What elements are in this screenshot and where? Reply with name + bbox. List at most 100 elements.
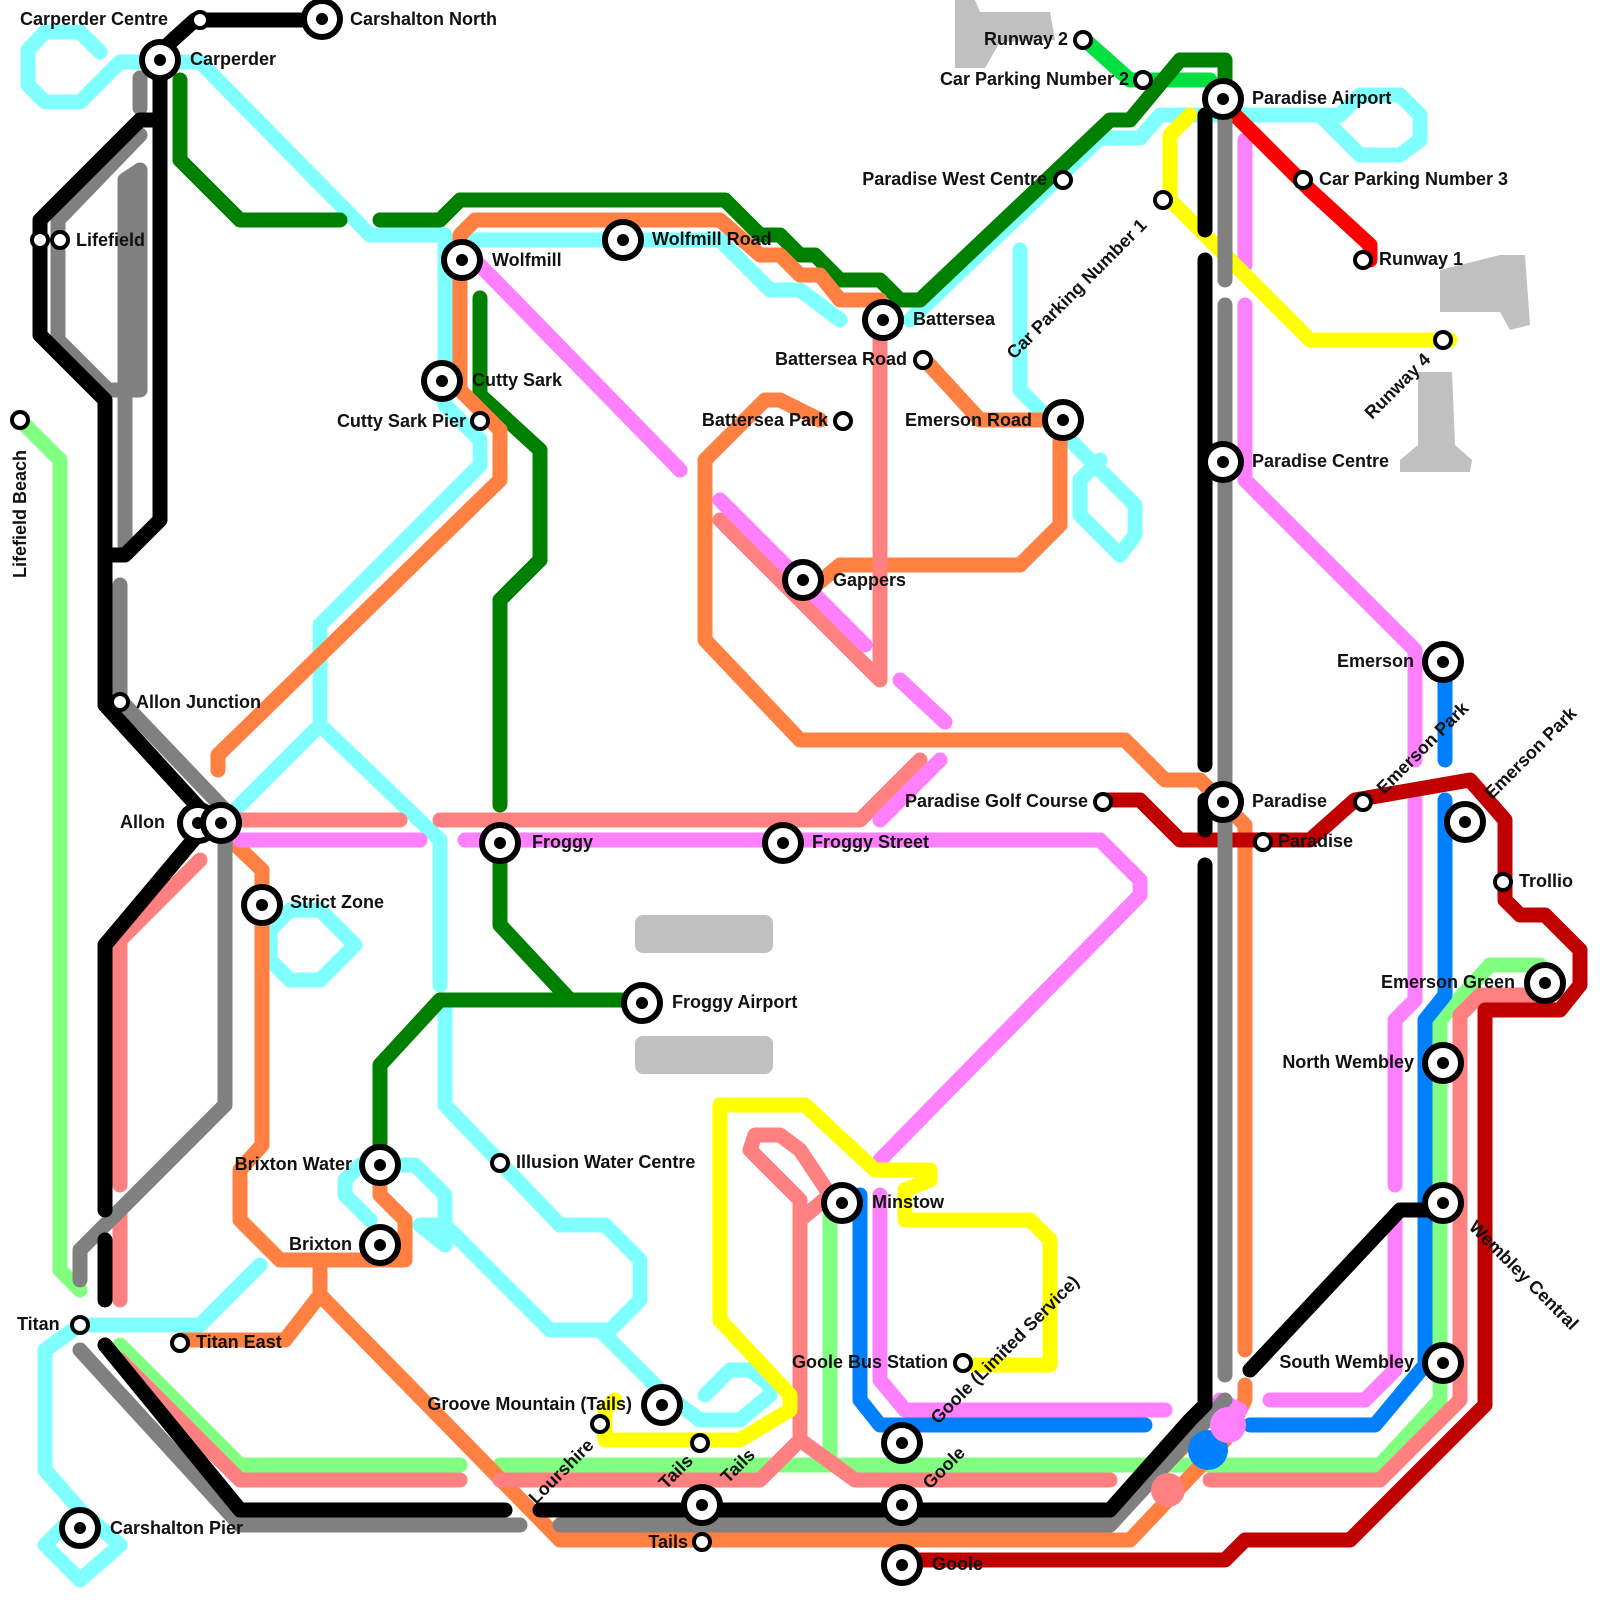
station-marker-froggy-street[interactable]: [765, 825, 801, 861]
label-titan-east: Titan East: [196, 1332, 282, 1352]
label-froggy-street: Froggy Street: [812, 832, 929, 852]
station-dot-illusion-water-centre[interactable]: [492, 1155, 508, 1171]
station-dot-trollio[interactable]: [1495, 874, 1511, 890]
station-dot-emerson-park-1[interactable]: [1355, 794, 1371, 810]
station-dot-paradise-west-centre[interactable]: [1055, 172, 1071, 188]
station-dot-lifefield-b[interactable]: [52, 232, 68, 248]
station-marker-emerson-park[interactable]: [1447, 804, 1483, 840]
station-marker-carperder[interactable]: [142, 42, 178, 78]
label-trollio: Trollio: [1519, 871, 1573, 891]
label-froggy: Froggy: [532, 832, 593, 852]
station-marker-north-wembley[interactable]: [1425, 1045, 1461, 1081]
station-marker-brixton[interactable]: [362, 1227, 398, 1263]
station-marker-carshalton-pier[interactable]: [62, 1510, 98, 1546]
station-marker-minstow[interactable]: [824, 1185, 860, 1221]
station-marker-cutty-sark[interactable]: [424, 363, 460, 399]
label-battersea-park: Battersea Park: [702, 410, 829, 430]
label-lifefield: Lifefield: [76, 230, 145, 250]
label-brixton-water: Brixton Water: [235, 1154, 352, 1174]
station-dot-runway-4[interactable]: [1435, 332, 1451, 348]
label-allon-junction: Allon Junction: [136, 692, 261, 712]
label-goole-2: Goole: [932, 1554, 983, 1574]
station-marker-emerson-road[interactable]: [1045, 402, 1081, 438]
station-dot-car-parking-2[interactable]: [1135, 72, 1151, 88]
label-emerson: Emerson: [1337, 651, 1414, 671]
station-marker-paradise-airport[interactable]: [1205, 81, 1241, 117]
label-carshalton-pier: Carshalton Pier: [110, 1518, 243, 1538]
label-carperder-centre: Carperder Centre: [20, 9, 168, 29]
label-battersea-road: Battersea Road: [775, 349, 907, 369]
label-car-parking-3: Car Parking Number 3: [1319, 169, 1508, 189]
station-dot-titan-east[interactable]: [172, 1335, 188, 1351]
label-runway-2: Runway 2: [984, 29, 1068, 49]
station-dot-carperder-centre[interactable]: [192, 12, 208, 28]
station-marker-wolfmill[interactable]: [444, 242, 480, 278]
label-runway-1: Runway 1: [1379, 249, 1463, 269]
station-marker-carshalton-north[interactable]: [304, 1, 340, 37]
label-emerson-road: Emerson Road: [905, 410, 1032, 430]
station-dot-runway-1[interactable]: [1355, 252, 1371, 268]
label-paradise-golf-course: Paradise Golf Course: [905, 791, 1088, 811]
station-marker-gappers[interactable]: [785, 562, 821, 598]
station-dot-cutty-sark-pier[interactable]: [472, 413, 488, 429]
station-marker-battersea[interactable]: [865, 302, 901, 338]
station-marker-emerson[interactable]: [1425, 644, 1461, 680]
station-marker-goole-1[interactable]: [884, 1487, 920, 1523]
label-paradise-2: Paradise: [1278, 831, 1353, 851]
station-marker-strict-zone[interactable]: [244, 887, 280, 923]
station-dot-battersea-road[interactable]: [915, 352, 931, 368]
airport-shape-runway4: [1400, 372, 1472, 472]
station-marker-wolfmill-road[interactable]: [605, 222, 641, 258]
station-marker-tails[interactable]: [684, 1487, 720, 1523]
station-dot-lourshire[interactable]: [592, 1416, 608, 1432]
station-dot-car-parking-1[interactable]: [1155, 192, 1171, 208]
station-dot-lifefield-a[interactable]: [32, 232, 48, 248]
station-marker-paradise-centre[interactable]: [1205, 444, 1241, 480]
airport-shape-froggy-2: [635, 1036, 773, 1074]
label-titan: Titan: [17, 1314, 60, 1334]
label-wolfmill: Wolfmill: [492, 250, 562, 270]
airport-shape-froggy-1: [635, 915, 773, 953]
station-dot-paradise-2[interactable]: [1255, 834, 1271, 850]
label-gappers: Gappers: [833, 570, 906, 590]
label-froggy-airport: Froggy Airport: [672, 992, 797, 1012]
station-dot-paradise-golf-course[interactable]: [1095, 794, 1111, 810]
label-carshalton-north: Carshalton North: [350, 9, 497, 29]
station-dot-runway-2[interactable]: [1075, 32, 1091, 48]
label-south-wembley: South Wembley: [1279, 1352, 1414, 1372]
station-dot-titan[interactable]: [72, 1317, 88, 1333]
label-paradise-west-centre: Paradise West Centre: [862, 169, 1047, 189]
station-marker-goole-2[interactable]: [884, 1547, 920, 1583]
station-marker-wembley-central[interactable]: [1425, 1185, 1461, 1221]
label-minstow: Minstow: [872, 1192, 945, 1212]
label-lifefield-beach: Lifefield Beach: [10, 450, 30, 578]
station-marker-allon[interactable]: [180, 805, 239, 841]
label-north-wembley: North Wembley: [1282, 1052, 1414, 1072]
station-dot-allon-junction[interactable]: [112, 694, 128, 710]
station-marker-brixton-water[interactable]: [362, 1147, 398, 1183]
station-dot-car-parking-3[interactable]: [1295, 172, 1311, 188]
label-car-parking-2: Car Parking Number 2: [940, 69, 1129, 89]
station-marker-froggy[interactable]: [482, 825, 518, 861]
label-paradise-centre: Paradise Centre: [1252, 451, 1389, 471]
station-marker-groove-mountain[interactable]: [644, 1387, 680, 1423]
station-marker-south-wembley[interactable]: [1425, 1345, 1461, 1381]
label-groove-mountain: Groove Mountain (Tails): [427, 1394, 632, 1414]
label-emerson-green: Emerson Green: [1381, 972, 1515, 992]
label-emerson-park-2: Emerson Park: [1481, 702, 1581, 802]
station-dot-tails-2[interactable]: [694, 1534, 710, 1550]
label-paradise-airport: Paradise Airport: [1252, 88, 1391, 108]
station-dot-tails-1[interactable]: [692, 1435, 708, 1451]
station-marker-emerson-green[interactable]: [1527, 965, 1563, 1001]
label-carperder: Carperder: [190, 49, 276, 69]
junction-blob-salmon: [1151, 1473, 1185, 1507]
station-marker-froggy-airport[interactable]: [624, 985, 660, 1021]
label-strict-zone: Strict Zone: [290, 892, 384, 912]
station-marker-goole-limited[interactable]: [884, 1425, 920, 1461]
station-dot-battersea-park[interactable]: [835, 413, 851, 429]
station-dot-lifefield-beach[interactable]: [12, 412, 28, 428]
station-dot-goole-bus-station[interactable]: [955, 1355, 971, 1371]
label-wolfmill-road: Wolfmill Road: [652, 229, 772, 249]
station-marker-paradise[interactable]: [1205, 784, 1241, 820]
